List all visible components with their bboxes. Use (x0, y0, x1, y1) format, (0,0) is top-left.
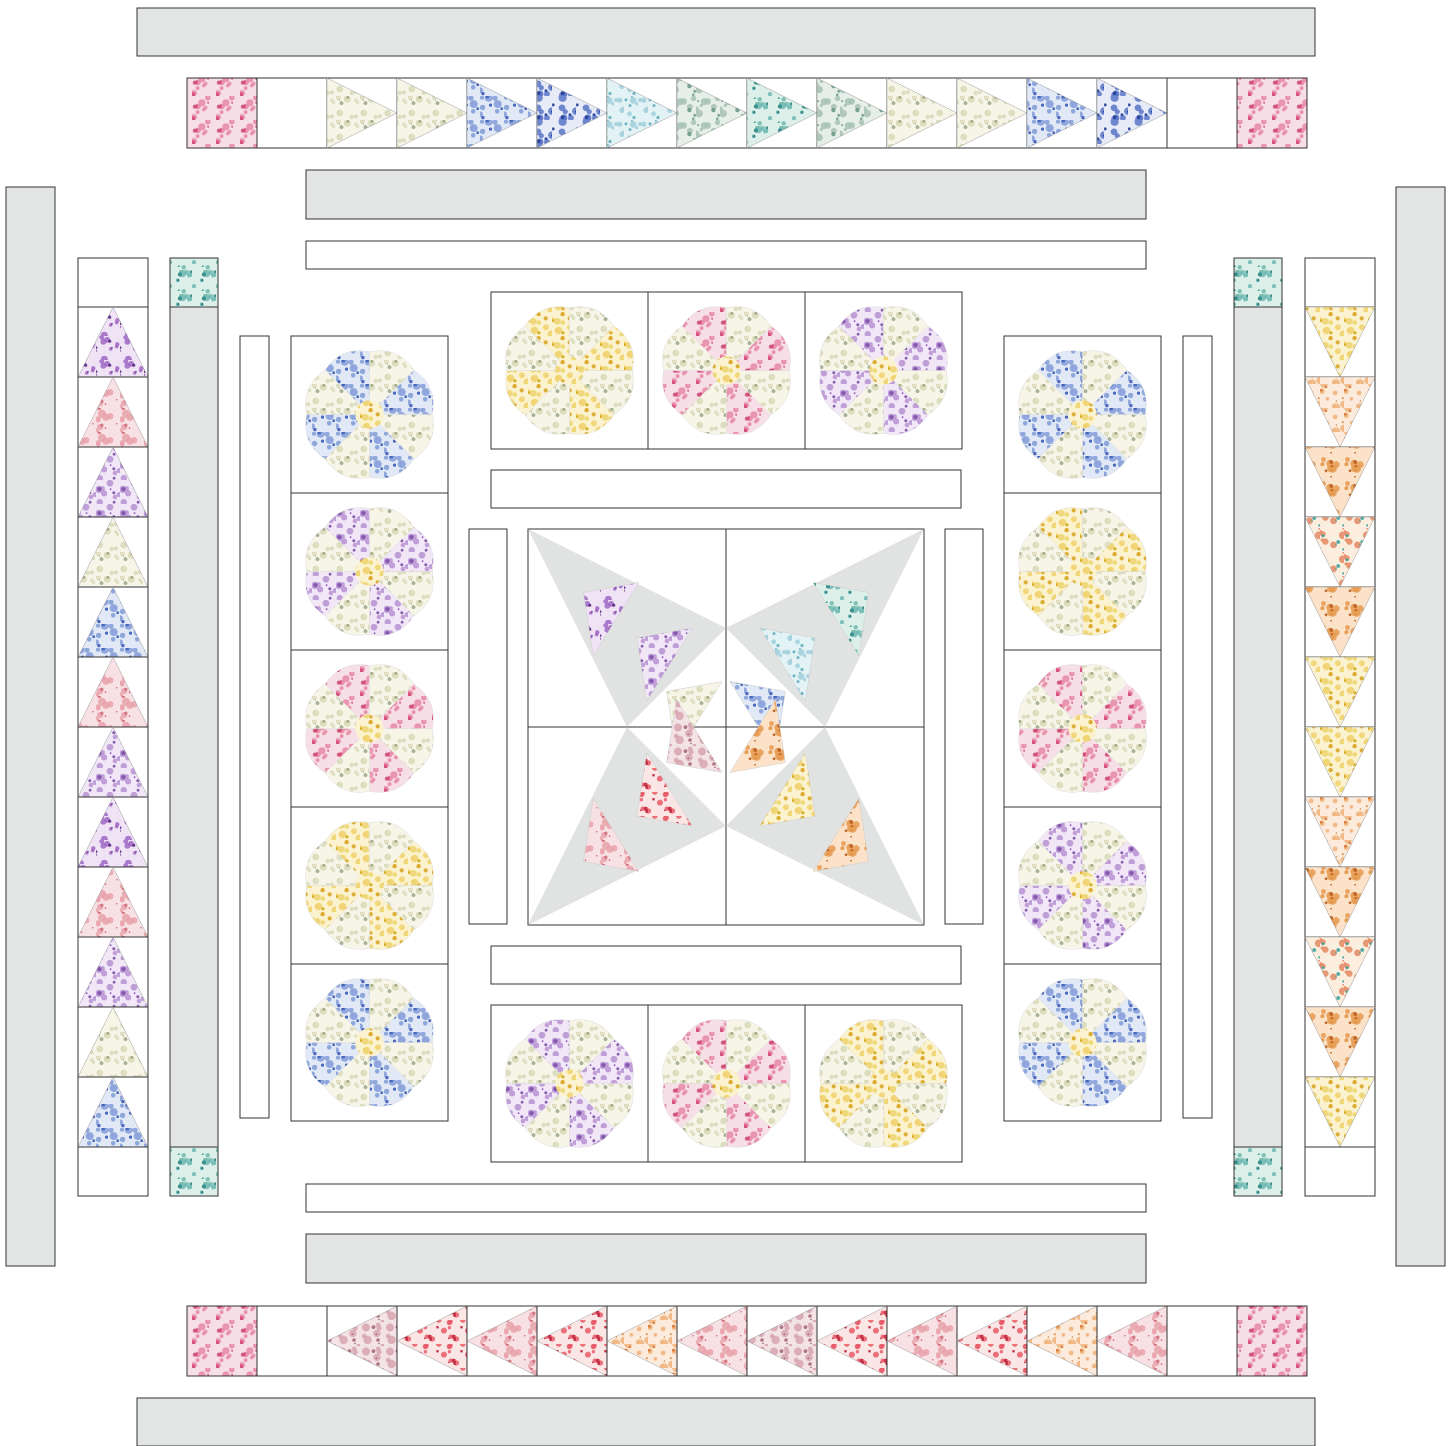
white-strip-bottom (306, 1184, 1146, 1212)
dresden-center (1068, 557, 1096, 585)
corner-square (1237, 1306, 1307, 1376)
blank-square (78, 1147, 148, 1196)
dresden-center (1068, 871, 1096, 899)
blank-square (78, 258, 148, 307)
dresden-center (355, 400, 383, 428)
inner-sashing-right (1234, 258, 1282, 1196)
dresden-center (1068, 1028, 1096, 1056)
outer-sashing-bottom (137, 1398, 1315, 1446)
dresden-center (869, 1069, 897, 1097)
dresden-center (712, 1069, 740, 1097)
white-strip-right (1183, 336, 1212, 1118)
blank-square (1305, 1147, 1375, 1196)
corner-square (1234, 258, 1282, 307)
dresden-center (555, 1069, 583, 1097)
outer-sashing-top (137, 8, 1315, 56)
dresden-center (1068, 400, 1096, 428)
corner-square (170, 1147, 218, 1196)
center-star-block (528, 529, 924, 925)
white-strip-center-bottom (491, 946, 961, 984)
dresden-center (355, 714, 383, 742)
corner-square (187, 1306, 257, 1376)
blank-square (1167, 78, 1237, 148)
inner-sashing-bottom (306, 1234, 1146, 1283)
white-strip-top (306, 241, 1146, 269)
white-strip-center-left (469, 529, 507, 924)
inner-sashing-left (170, 258, 218, 1196)
corner-square (170, 258, 218, 307)
dresden-center (355, 557, 383, 585)
corner-square (187, 78, 257, 148)
blank-square (1167, 1306, 1237, 1376)
corner-square (1234, 1147, 1282, 1196)
corner-square (1237, 78, 1307, 148)
outer-sashing-right (1396, 187, 1445, 1266)
dresden-center (869, 356, 897, 384)
inner-sashing-top (306, 170, 1146, 219)
dresden-center (355, 871, 383, 899)
blank-square (257, 1306, 327, 1376)
dresden-center (712, 356, 740, 384)
outer-sashing-left (6, 187, 55, 1266)
dresden-center (1068, 714, 1096, 742)
blank-square (257, 78, 327, 148)
white-strip-center-right (945, 529, 983, 924)
white-strip-left (240, 336, 269, 1118)
dresden-center (355, 1028, 383, 1056)
white-strip-center-top (491, 470, 961, 508)
dresden-center (555, 356, 583, 384)
blank-square (1305, 258, 1375, 307)
